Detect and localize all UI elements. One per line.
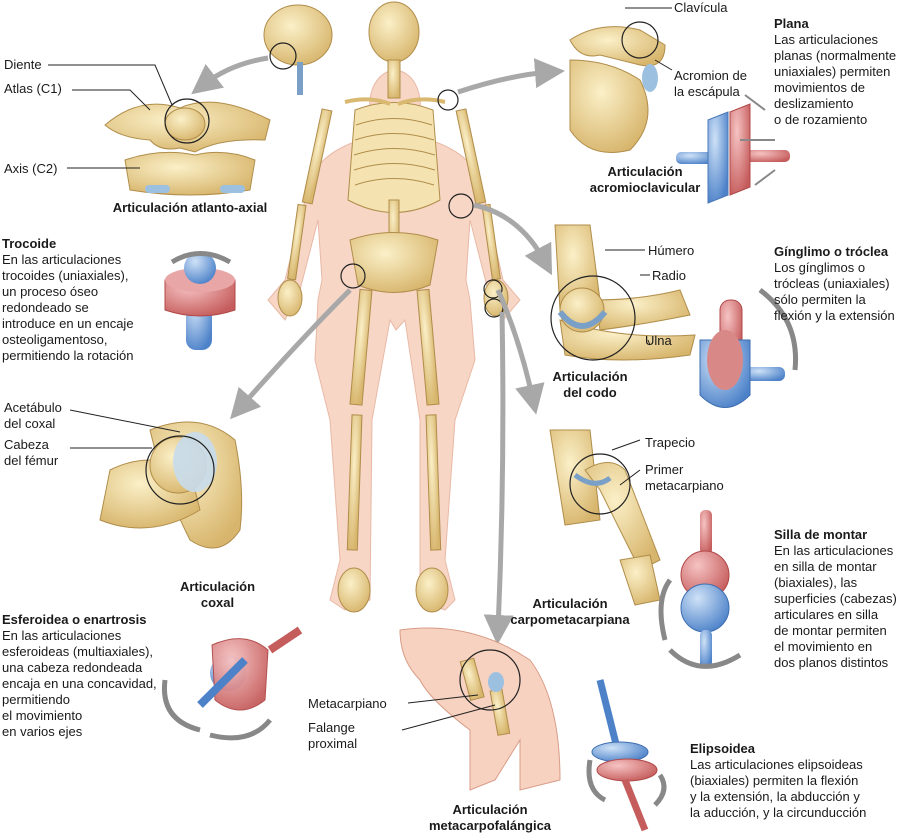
plana-model <box>676 94 790 204</box>
shoulder-bones <box>569 26 666 153</box>
ginglimo-model <box>699 288 799 408</box>
atlas-vertebra <box>104 101 271 196</box>
caption-carpometacarpiana: Articulación carpometacarpiana <box>510 596 630 627</box>
desc-elipsoidea-text: Las articulaciones elipsoideas (biaxiale… <box>690 757 867 820</box>
caption-codo: Articulación del codo <box>552 369 628 400</box>
label-falange: Falange proximal <box>308 720 358 751</box>
label-humero: Húmero <box>648 243 695 258</box>
desc-ginglimo-title: Gínglimo o tróclea <box>774 244 889 259</box>
connector-arrows <box>191 55 565 645</box>
label-atlas: Atlas (C1) <box>4 81 62 96</box>
desc-trocoide-title: Trocoide <box>2 236 57 251</box>
desc-esferoidea-title: Esferoidea o enartrosis <box>2 612 147 627</box>
desc-plana-text: Las articulaciones planas (normalmente u… <box>774 32 897 127</box>
desc-esferoidea-text: En las articulaciones esferoideas (multi… <box>2 628 157 739</box>
label-metacarpiano: Metacarpiano <box>308 696 387 711</box>
desc-trocoide-text: En las articulaciones trocoides (uniaxia… <box>2 252 134 363</box>
hand <box>399 627 561 791</box>
label-trapecio: Trapecio <box>645 435 696 450</box>
silla-model <box>658 510 742 669</box>
label-primer-metacarpiano: Primer metacarpiano <box>645 462 724 493</box>
label-cabeza-femur: Cabeza del fémur <box>4 437 59 468</box>
label-acetabulo: Acetábulo del coxal <box>4 400 62 431</box>
desc-silla-text: En las articulaciones en silla de montar… <box>774 543 897 670</box>
desc-elipsoidea-title: Elipsoidea <box>690 741 756 756</box>
hip-bones <box>99 421 243 549</box>
label-ulna: Ulna <box>645 333 672 348</box>
label-diente: Diente <box>4 57 42 72</box>
caption-coxal: Articulación coxal <box>179 579 256 610</box>
label-axis: Axis (C2) <box>4 161 58 176</box>
trocoide-model <box>164 251 236 350</box>
label-acromion: Acromion de la escápula <box>674 68 747 99</box>
desc-silla-title: Silla de montar <box>774 527 868 542</box>
label-radio: Radio <box>652 268 686 283</box>
caption-atlanto-axial: Articulación atlanto-axial <box>112 200 268 215</box>
esferoidea-model <box>161 626 303 741</box>
desc-ginglimo-text: Los gínglimos o trócleas (uniaxiales) só… <box>774 260 895 323</box>
desc-plana-title: Plana <box>774 16 809 31</box>
skeleton <box>277 1 509 613</box>
elipsoidea-model <box>586 679 667 832</box>
label-clavicula: Clavícula <box>674 0 728 15</box>
caption-metacarpofalangica: Articulación metacarpofalángica <box>428 802 552 833</box>
skull-profile <box>263 4 333 95</box>
thumb-bones <box>549 429 661 606</box>
caption-acromioclavicular: Articulación acromioclavicular <box>589 164 701 195</box>
